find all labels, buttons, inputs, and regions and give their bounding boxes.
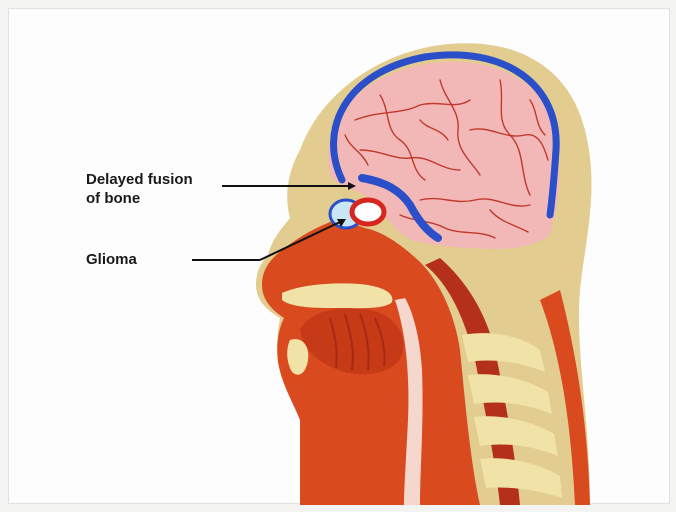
label-delayed-fusion-line2: of bone xyxy=(86,189,193,208)
label-delayed-fusion-line1: Delayed fusion xyxy=(86,170,193,189)
glioma-tumor xyxy=(352,200,384,224)
label-glioma: Glioma xyxy=(86,250,137,269)
label-delayed-fusion: Delayed fusion of bone xyxy=(86,170,193,208)
